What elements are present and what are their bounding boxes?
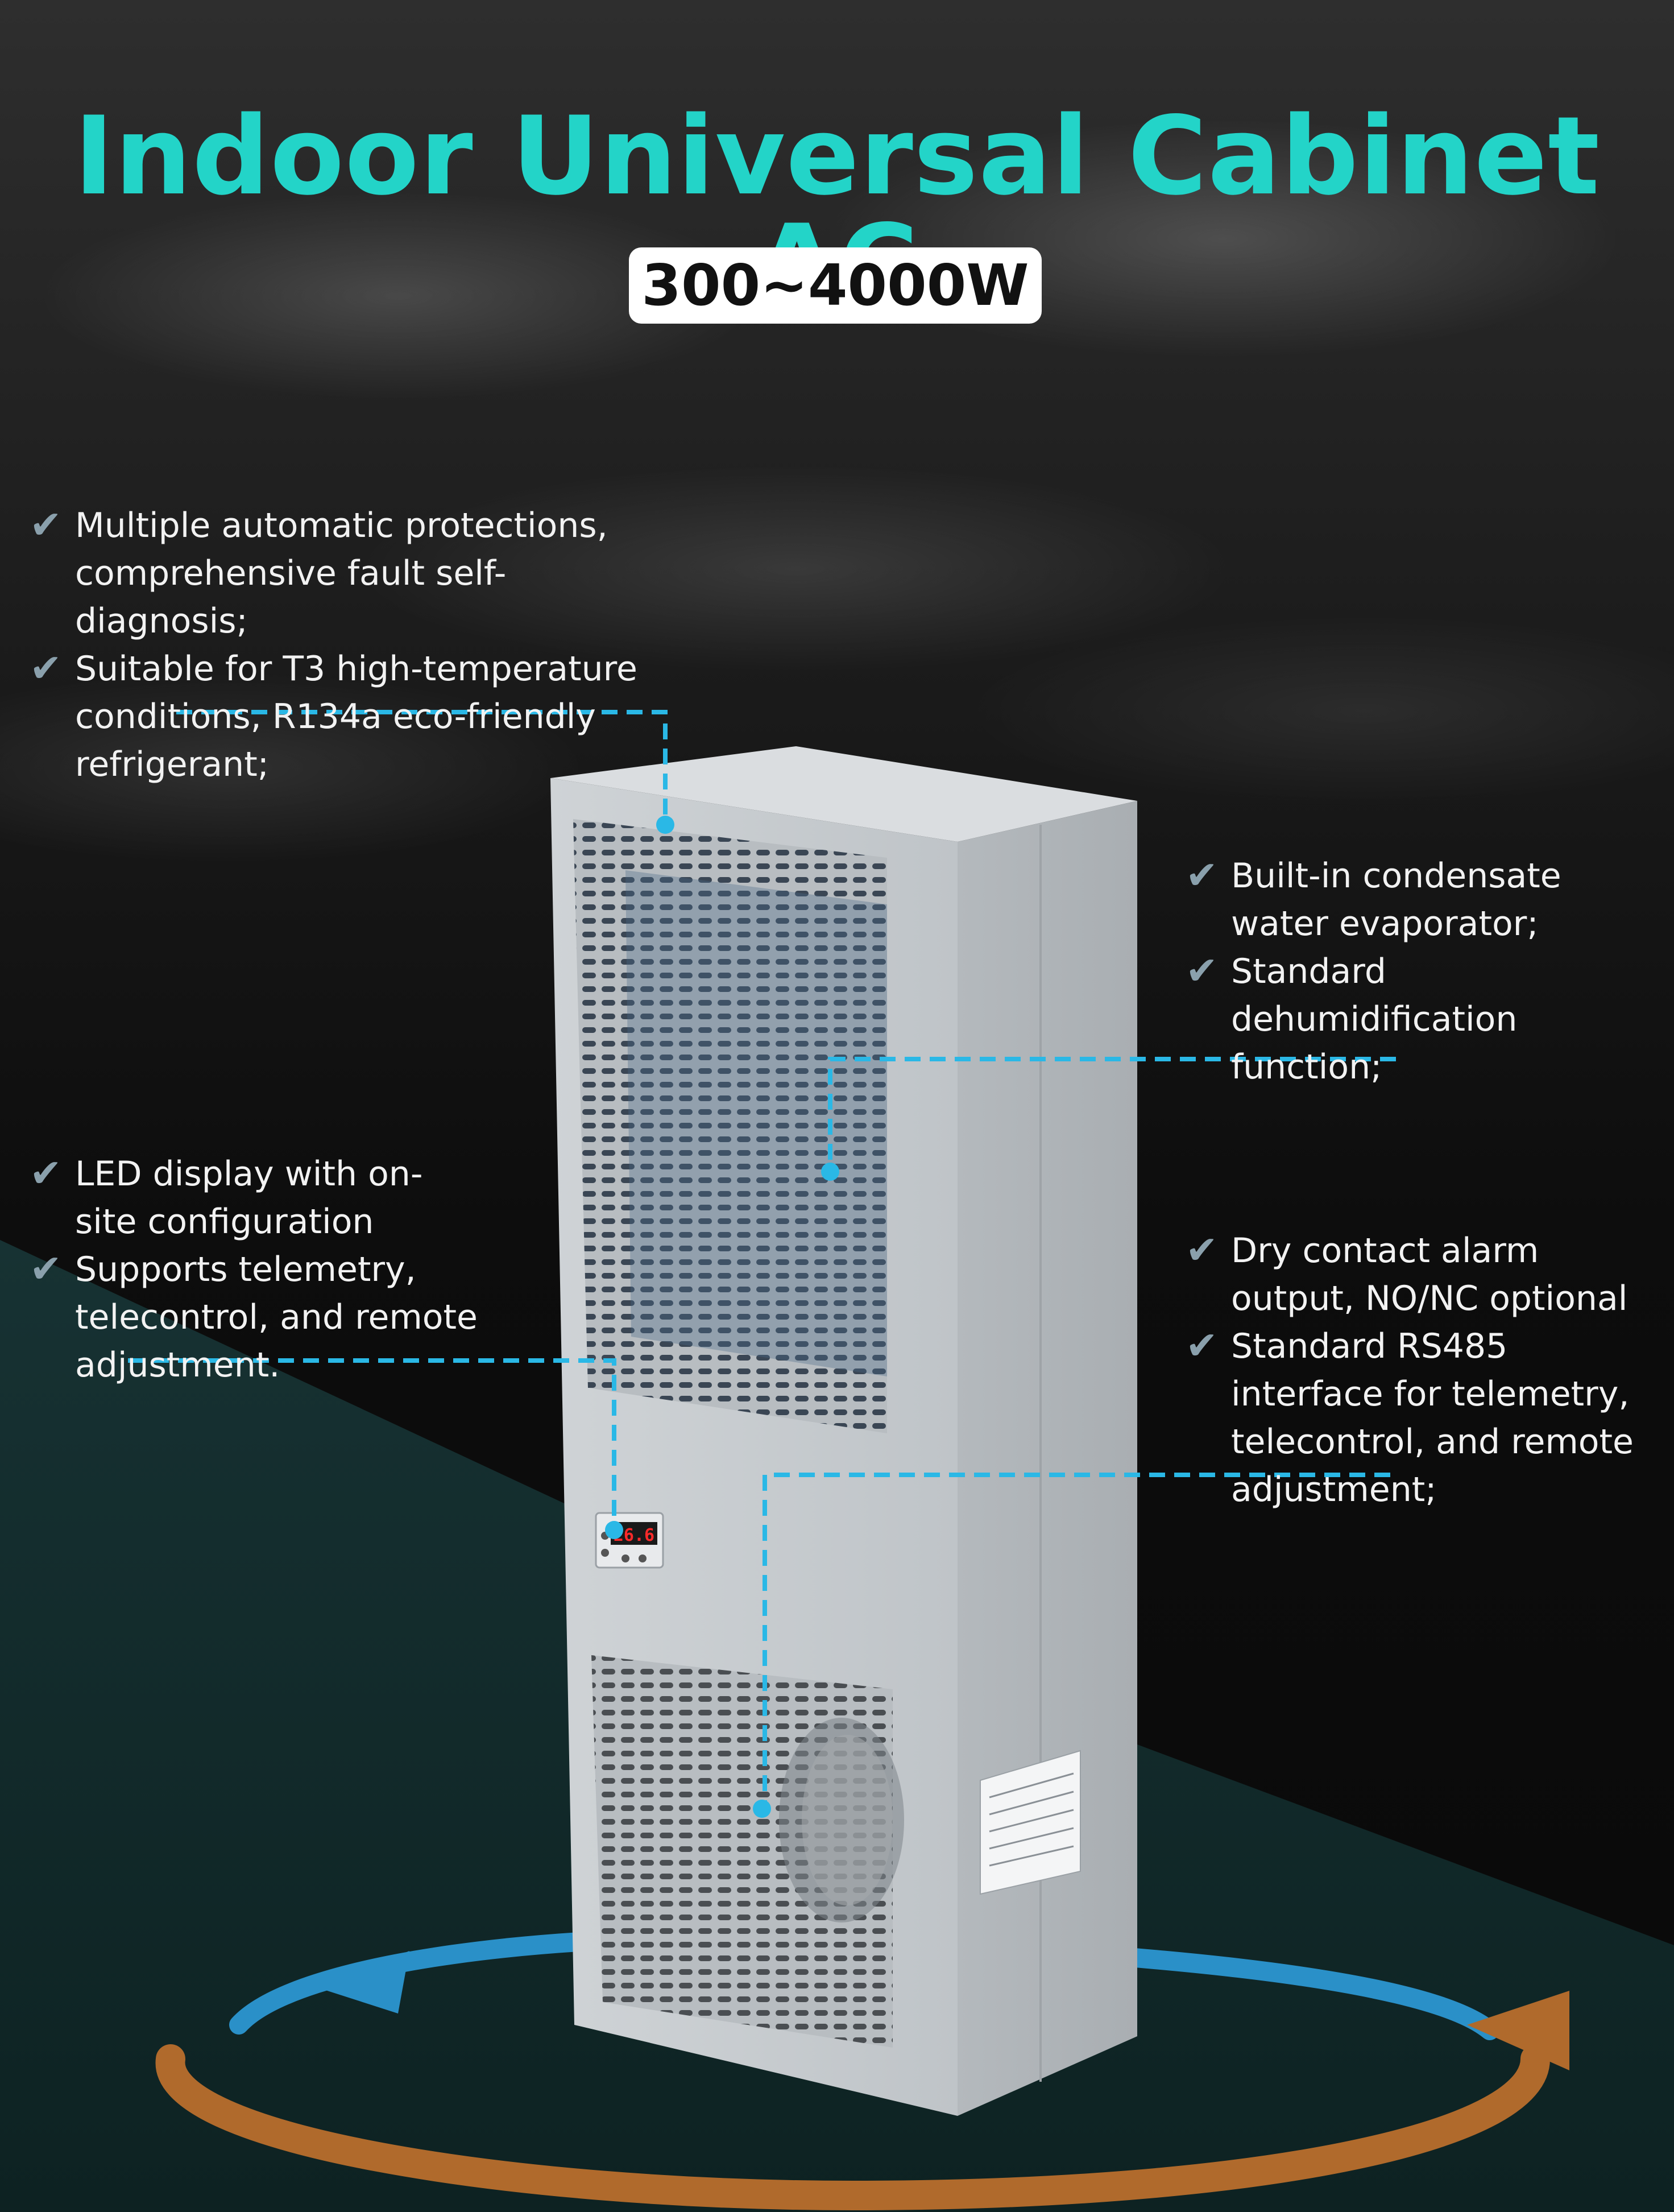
check-mark-icon: ✔ [1186,1228,1218,1273]
feature-item: ✔ Standard dehumidification function; [1186,949,1518,1087]
feature-item: ✔ Supports telemetry, telecontrol, and r… [30,1247,478,1385]
check-mark-icon: ✔ [1186,1324,1218,1368]
features-top-right: ✔ Built-in condensate water evaporator; … [1186,852,1663,1091]
feature-item: ✔ Suitable for T3 high-temperature condi… [30,646,637,784]
feature-item: ✔ Standard RS485 interface for telemetry… [1186,1324,1634,1510]
check-mark-icon: ✔ [30,503,62,548]
nameplate-label [980,1750,1081,1895]
features-mid-right: ✔ Dry contact alarm output, NO/NC option… [1186,1227,1663,1514]
check-mark-icon: ✔ [1186,949,1218,994]
check-mark-icon: ✔ [30,1247,62,1292]
power-range-badge: 300~4000W [629,247,1042,324]
check-mark-icon: ✔ [30,646,62,691]
check-mark-icon: ✔ [30,1151,62,1196]
features-mid-left: ✔ LED display with on-site configuration… [30,1150,575,1389]
feature-item: ✔ LED display with on-site configuration [30,1151,423,1242]
check-mark-icon: ✔ [1186,853,1218,898]
feature-item: ✔ Multiple automatic protections, compre… [30,503,608,641]
feature-item: ✔ Built-in condensate water evaporator; [1186,853,1561,944]
feature-item: ✔ Dry contact alarm output, NO/NC option… [1186,1228,1628,1318]
features-top-left: ✔ Multiple automatic protections, compre… [30,502,769,788]
